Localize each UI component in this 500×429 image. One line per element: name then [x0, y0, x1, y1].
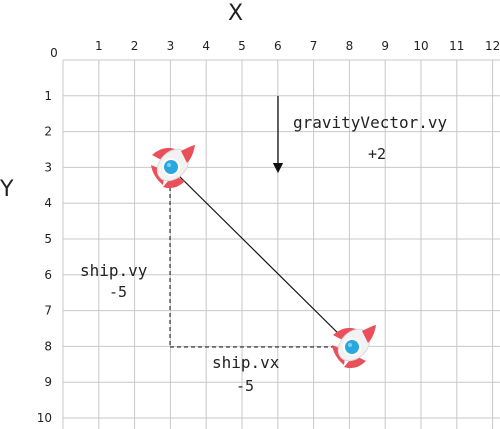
rocket-icon — [331, 322, 377, 369]
y-tick-label: 4 — [44, 196, 52, 210]
gravity-value: +2 — [368, 145, 386, 163]
x-tick-label: 3 — [167, 39, 175, 53]
y-axis-title: Y — [0, 177, 14, 202]
ship-vx-value: -5 — [236, 377, 254, 395]
x-tick-label: 4 — [202, 39, 210, 53]
x-tick-label: 12 — [485, 39, 500, 53]
y-tick-label: 10 — [37, 411, 52, 425]
x-tick-label: 6 — [274, 39, 282, 53]
gravity-label: gravityVector.vy — [293, 113, 447, 132]
y-tick-label: 6 — [44, 268, 52, 282]
y-tick-label: 7 — [44, 304, 52, 318]
y-tick-label: 2 — [44, 125, 52, 139]
y-tick-label: 9 — [44, 375, 52, 389]
x-tick-label: 0 — [50, 46, 58, 60]
rocket-icon — [150, 142, 196, 189]
ship-vx-label: ship.vx — [212, 353, 280, 372]
ship-vy-label: ship.vy — [80, 261, 148, 280]
ship-vy-value: -5 — [109, 283, 127, 301]
x-tick-label: 11 — [449, 39, 464, 53]
x-tick-label: 1 — [95, 39, 103, 53]
x-tick-label: 8 — [346, 39, 354, 53]
x-tick-label: 2 — [131, 39, 139, 53]
trajectory-line — [169, 166, 353, 348]
y-tick-label: 1 — [44, 89, 52, 103]
grid — [62, 59, 500, 429]
x-tick-label: 9 — [381, 39, 389, 53]
y-tick-label: 5 — [44, 232, 52, 246]
y-tick-label: 8 — [44, 339, 52, 353]
y-tick-labels: 1 2 3 4 5 6 7 8 9 10 — [37, 89, 52, 425]
x-tick-label: 5 — [238, 39, 246, 53]
x-axis-title: X — [228, 1, 243, 26]
x-tick-label: 7 — [310, 39, 318, 53]
x-tick-label: 10 — [413, 39, 428, 53]
y-tick-label: 3 — [44, 160, 52, 174]
